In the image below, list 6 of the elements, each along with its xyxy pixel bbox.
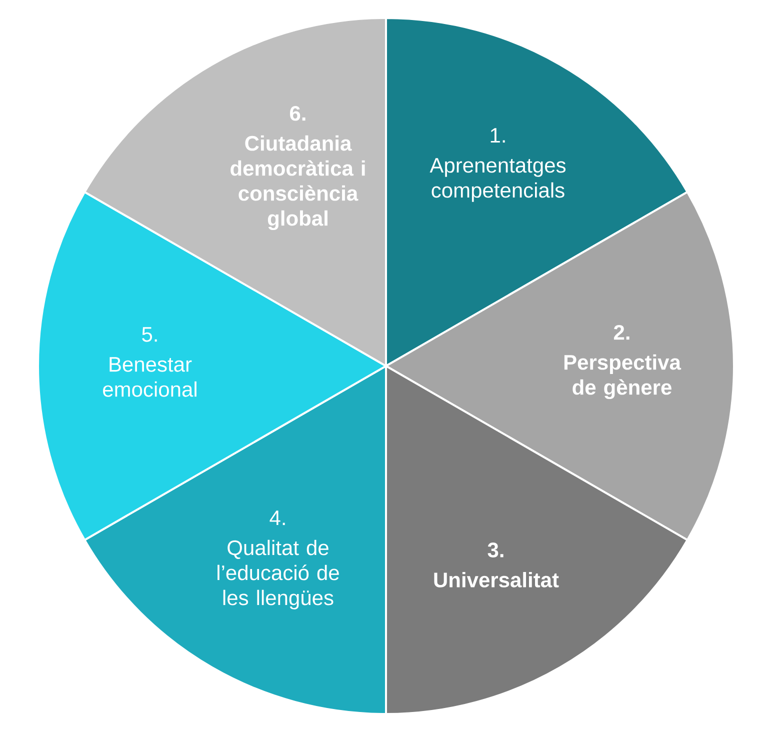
slice-label: 2. Perspectiva de gènere (564, 324, 682, 400)
slice-label: 5. Benestar emocional (103, 327, 196, 397)
slice-label: 1. Aprenentatges competencials (430, 128, 566, 202)
slice-label: 3. Universalitat (434, 542, 559, 588)
slice-label: 4. Qualitat de l’educació de les llengües (218, 510, 339, 610)
slice-label: 6. Ciutadania democràtica i consciència global (230, 106, 365, 230)
